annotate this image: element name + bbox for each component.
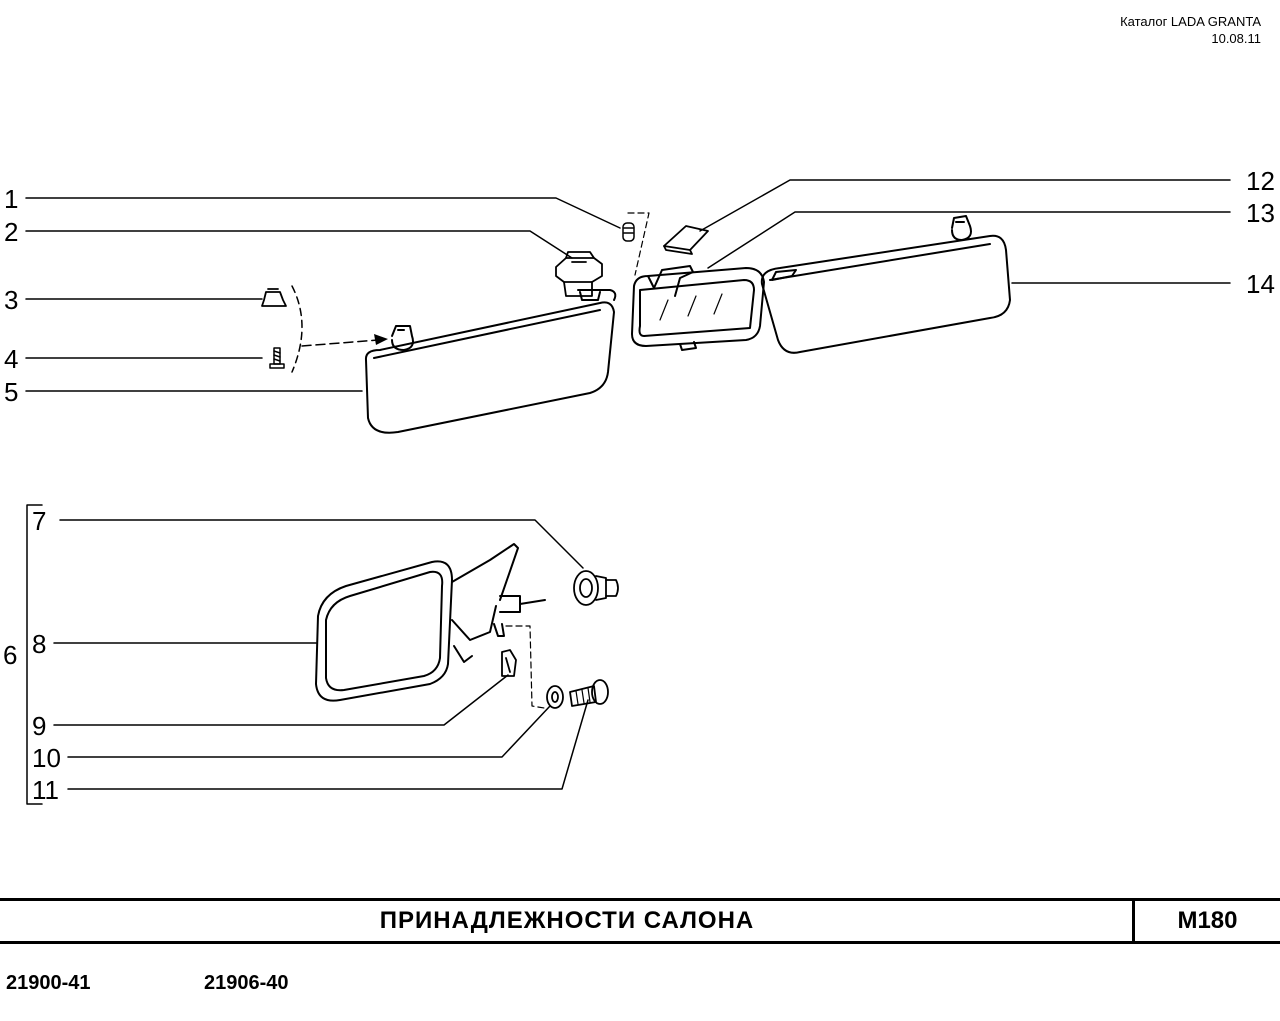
assembly-line-1 xyxy=(627,212,650,276)
callout-9: 9 xyxy=(32,711,47,741)
catalog-title: Каталог LADA GRANTA xyxy=(1120,14,1261,29)
leader-line-13 xyxy=(707,211,1231,269)
callout-10: 10 xyxy=(32,743,61,773)
part-8-outside-mirror xyxy=(315,543,546,702)
leader-line-11 xyxy=(67,699,589,790)
part-3-nut xyxy=(261,288,287,307)
callout-5: 5 xyxy=(4,377,19,407)
callout-8: 8 xyxy=(32,629,47,659)
leader-line-1 xyxy=(25,197,621,229)
callout-4: 4 xyxy=(4,344,19,374)
part-10-washer xyxy=(546,685,564,709)
footer-divider xyxy=(1132,901,1135,941)
catalog-date: 10.08.11 xyxy=(1211,31,1261,46)
model-code-2: 21906-40 xyxy=(204,972,289,994)
section-code: М180 xyxy=(1177,907,1238,934)
callout-13: 13 xyxy=(1246,198,1275,228)
part-9-clip xyxy=(501,649,517,677)
model-code-1: 21900-41 xyxy=(6,972,91,994)
assembly-bracket xyxy=(26,504,43,805)
section-title: ПРИНАДЛЕЖНОСТИ САЛОНА xyxy=(379,907,755,934)
parts-diagram xyxy=(25,179,1231,805)
callout-3: 3 xyxy=(4,285,19,315)
part-4-screw xyxy=(269,347,285,369)
callout-2: 2 xyxy=(4,217,19,247)
callout-6: 6 xyxy=(3,640,18,670)
part-11-bolt xyxy=(569,679,609,707)
assembly-line-9 xyxy=(505,625,545,709)
callout-7: 7 xyxy=(32,506,47,536)
assembly-arc xyxy=(291,285,303,373)
part-5-sun-visor-left xyxy=(364,289,617,434)
footer-bar: ПРИНАДЛЕЖНОСТИ САЛОНА М180 xyxy=(0,898,1280,944)
leader-line-12 xyxy=(699,179,1231,232)
callout-14: 14 xyxy=(1246,269,1275,299)
leader-line-7 xyxy=(59,519,584,569)
leader-line-9 xyxy=(53,674,509,726)
callout-1: 1 xyxy=(4,184,19,214)
part-7-grommet xyxy=(573,570,619,606)
leader-line-2 xyxy=(25,230,573,259)
assembly-arrow-head xyxy=(374,334,388,345)
part-13-rear-view-mirror xyxy=(631,265,765,351)
part-14-sun-visor-right xyxy=(760,215,1011,354)
part-1-clip xyxy=(622,222,635,242)
callout-11: 11 xyxy=(32,775,59,805)
part-12-cover xyxy=(663,225,709,255)
assembly-arrow-line xyxy=(301,339,379,347)
leader-line-10 xyxy=(67,705,551,758)
callout-12: 12 xyxy=(1246,166,1275,196)
leader-lines xyxy=(25,179,1231,790)
